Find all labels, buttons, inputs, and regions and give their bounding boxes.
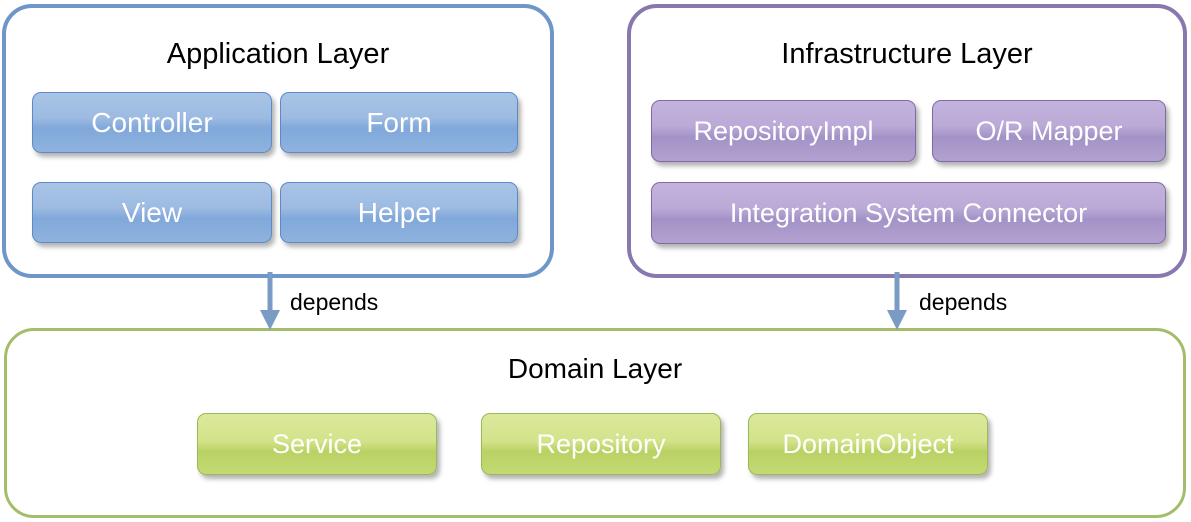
application-layer-title: Application Layer [166, 38, 390, 70]
node-controller[interactable]: Controller [32, 92, 272, 153]
node-repository-impl[interactable]: RepositoryImpl [651, 100, 916, 162]
infrastructure-layer-container: Infrastructure Layer RepositoryImpl O/R … [627, 4, 1187, 278]
node-or-mapper[interactable]: O/R Mapper [932, 100, 1166, 162]
node-repository[interactable]: Repository [481, 413, 721, 475]
node-helper[interactable]: Helper [280, 182, 518, 243]
depends-arrow-application-to-domain-icon [260, 272, 280, 330]
node-service[interactable]: Service [197, 413, 437, 475]
depends-label-infrastructure: depends [919, 289, 1008, 315]
application-layer-container: Application Layer Controller Form View H… [2, 4, 554, 278]
domain-layer-title: Domain Layer [507, 353, 683, 384]
node-form[interactable]: Form [280, 92, 518, 153]
depends-label-application: depends [290, 289, 379, 315]
domain-layer-container: Domain Layer Service Repository DomainOb… [4, 328, 1186, 518]
node-domain-object[interactable]: DomainObject [748, 413, 988, 475]
depends-arrow-infrastructure-to-domain-icon [887, 272, 907, 330]
node-integration-system-connector[interactable]: Integration System Connector [651, 182, 1166, 244]
node-view[interactable]: View [32, 182, 272, 243]
infrastructure-layer-title: Infrastructure Layer [781, 38, 1033, 70]
